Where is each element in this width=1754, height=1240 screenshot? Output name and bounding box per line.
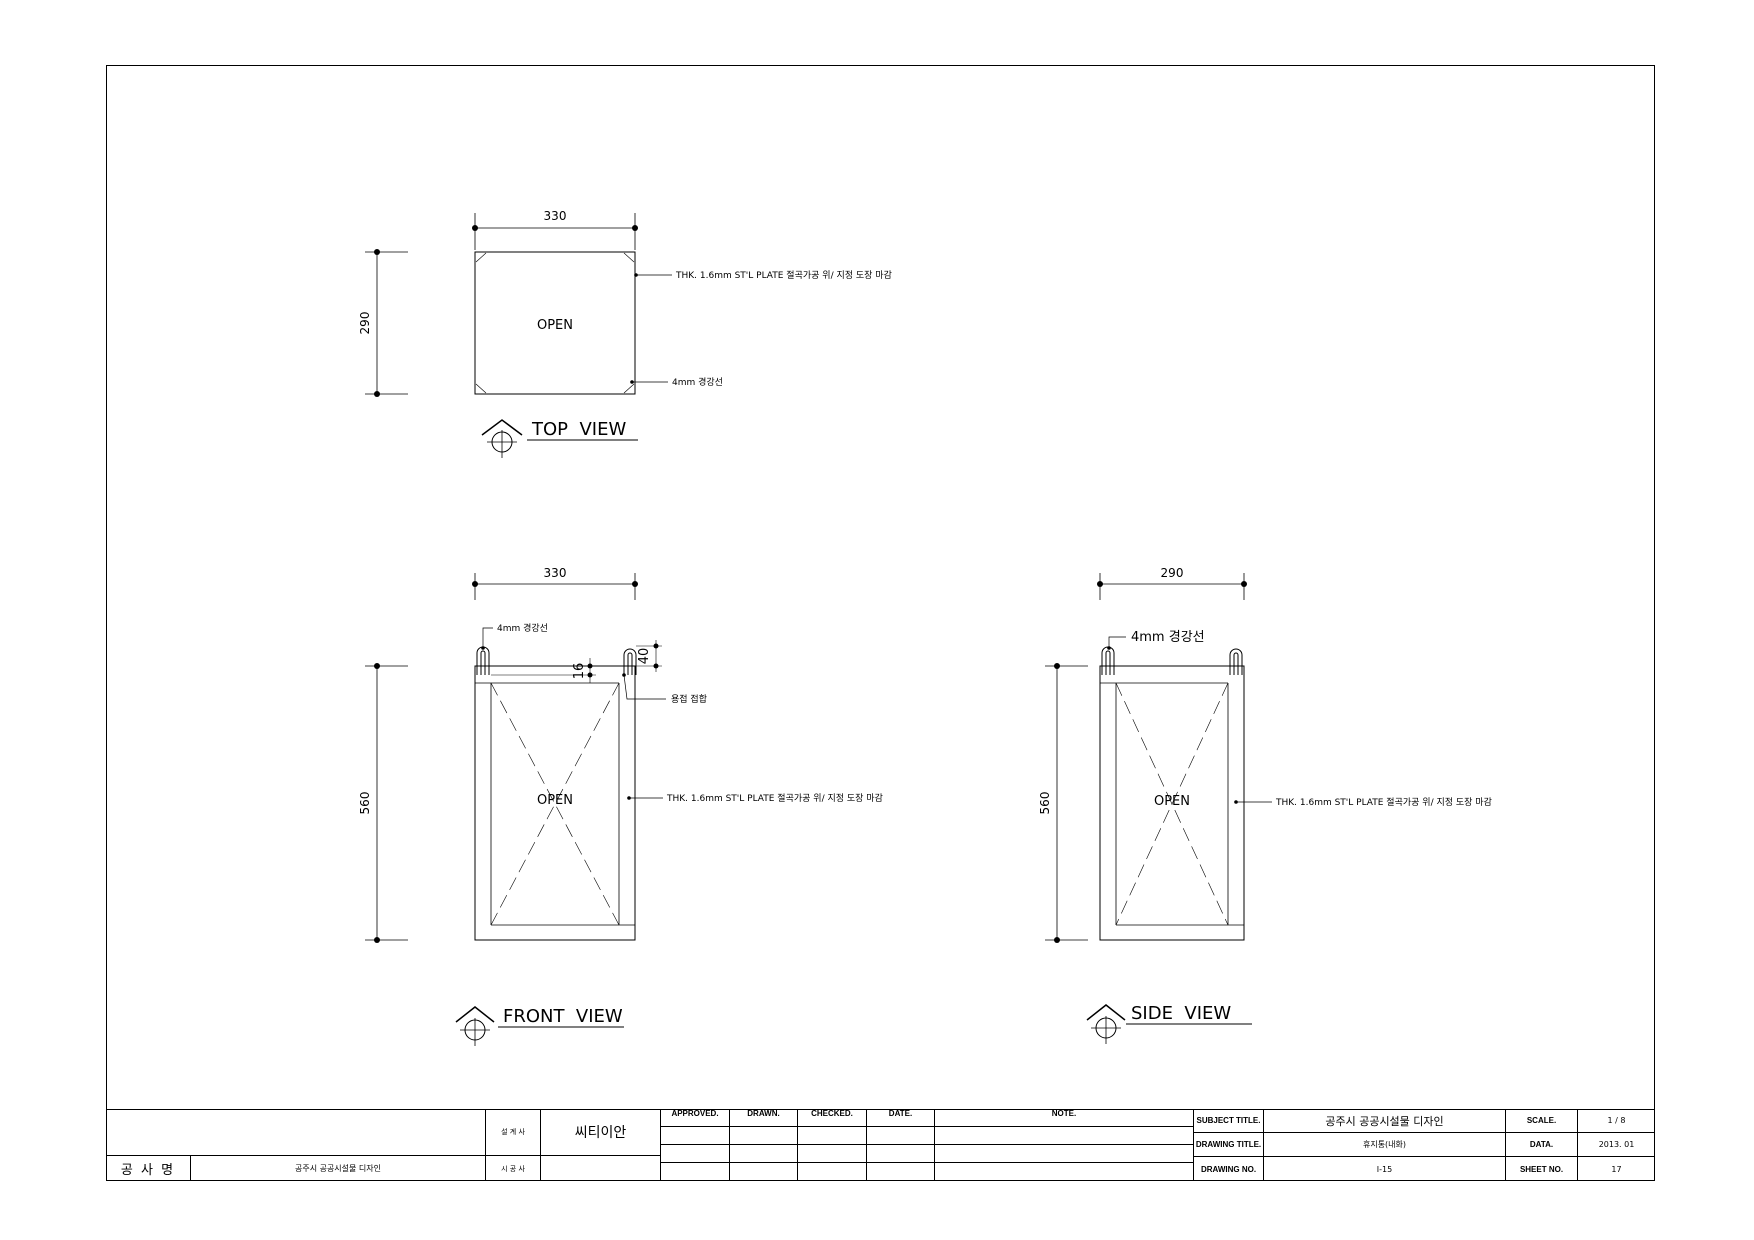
tb-blank (106, 1109, 486, 1156)
tb-data: 2013. 01 (1578, 1133, 1655, 1157)
tb-subject-title-label: SUBJECT TITLE. (1194, 1109, 1264, 1133)
side-wire-note: 4mm 경강선 (1131, 630, 1205, 645)
top-view: 330 290 OPEN THK. 1.6mm ST'L PLATE 절곡가공 … (358, 209, 892, 458)
top-plate-note: THK. 1.6mm ST'L PLATE 절곡가공 위/ 지정 도장 마감 (675, 269, 892, 281)
front-height-dimension: 560 (358, 792, 372, 815)
top-view-title: TOP VIEW (531, 419, 626, 440)
side-height-dimension: 560 (1038, 792, 1052, 815)
tb-drawing-title: 휴지통(내화) (1264, 1133, 1506, 1157)
tb-date-row1 (867, 1127, 935, 1145)
tb-checked-row3 (798, 1163, 867, 1181)
tb-drawing-title-label: DRAWING TITLE. (1194, 1133, 1264, 1157)
tb-note-header: NOTE. (935, 1109, 1194, 1127)
tb-note-row1 (935, 1127, 1194, 1145)
tb-top-border (106, 1109, 1655, 1110)
tb-drawing-no: I-15 (1264, 1157, 1506, 1181)
side-view-symbol-icon (1086, 1004, 1126, 1044)
tb-approved-row3 (661, 1163, 730, 1181)
top-open-label: OPEN (537, 318, 573, 333)
front-open-label: OPEN (537, 793, 573, 808)
tb-drawn-header: DRAWN. (730, 1109, 798, 1127)
tb-date-row3 (867, 1163, 935, 1181)
tb-approved-header: APPROVED. (661, 1109, 730, 1127)
tb-scale: 1 / 8 (1578, 1109, 1655, 1133)
tb-drawn-row2 (730, 1145, 798, 1163)
front-wire-handles (476, 646, 637, 675)
front-plate-note: THK. 1.6mm ST'L PLATE 절곡가공 위/ 지정 도장 마감 (666, 792, 883, 804)
tb-checked-header: CHECKED. (798, 1109, 867, 1127)
side-width-dimension: 290 (1161, 566, 1184, 580)
tb-designer-name: 씨티이안 (541, 1109, 661, 1156)
front-view: 330 560 OPEN 4mm 경강선 (358, 566, 883, 1046)
tb-date-header: DATE. (867, 1109, 935, 1127)
top-height-dimension: 290 (358, 312, 372, 335)
side-plate-note: THK. 1.6mm ST'L PLATE 절곡가공 위/ 지정 도장 마감 (1275, 796, 1492, 808)
tb-sheet-no: 17 (1611, 1164, 1622, 1174)
front-dim-40: 40 (637, 648, 652, 665)
tb-note-row3 (935, 1163, 1194, 1181)
top-plate-outline (474, 251, 636, 395)
top-wire-note: 4mm 경강선 (672, 376, 723, 388)
top-view-symbol-icon (481, 419, 523, 458)
tb-drawn-row1 (730, 1127, 798, 1145)
side-body-outline (1099, 665, 1245, 941)
tb-sheet-no-label: SHEET NO. (1506, 1157, 1578, 1181)
tb-designer-label: 설 계 사 (486, 1109, 541, 1156)
tb-project-name: 공주시 공공시설물 디자인 (191, 1156, 486, 1181)
tb-note-row2 (935, 1145, 1194, 1163)
tb-project-label: 공 사 명 (106, 1156, 191, 1181)
tb-data-label: DATA. (1506, 1133, 1578, 1157)
side-view: 290 560 OPEN 4mm 경강선 THK. 1.6mm ST'L (1038, 566, 1492, 1044)
tb-approved-row2 (661, 1145, 730, 1163)
tb-checked-row2 (798, 1145, 867, 1163)
front-view-title: FRONT VIEW (503, 1006, 623, 1027)
side-wire-handles (1101, 646, 1243, 675)
tb-date-row2 (867, 1145, 935, 1163)
tb-approved-row1 (661, 1127, 730, 1145)
sheet-border (106, 65, 1655, 1181)
title-block: 공 사 명 공주시 공공시설물 디자인 설 계 사 씨티이안 시 공 사 APP… (106, 1109, 1655, 1181)
front-width-dimension: 330 (544, 566, 567, 580)
tb-checked-row1 (798, 1127, 867, 1145)
front-weld-note: 용접 접합 (671, 693, 707, 705)
top-width-dimension: 330 (544, 209, 567, 223)
side-open-label: OPEN (1154, 794, 1190, 809)
tb-scale-label: SCALE. (1506, 1109, 1578, 1133)
tb-builder-label: 시 공 사 (486, 1156, 541, 1181)
tb-drawing-no-label: DRAWING NO. (1194, 1157, 1264, 1181)
front-wire-note: 4mm 경강선 (497, 622, 548, 634)
tb-subject-title: 공주시 공공시설물 디자인 (1264, 1109, 1506, 1133)
front-dim-16: 16 (572, 663, 587, 680)
tb-builder-name (541, 1156, 661, 1181)
tb-drawn-row3 (730, 1163, 798, 1181)
front-view-symbol-icon (455, 1006, 495, 1046)
side-view-title: SIDE VIEW (1131, 1003, 1231, 1024)
